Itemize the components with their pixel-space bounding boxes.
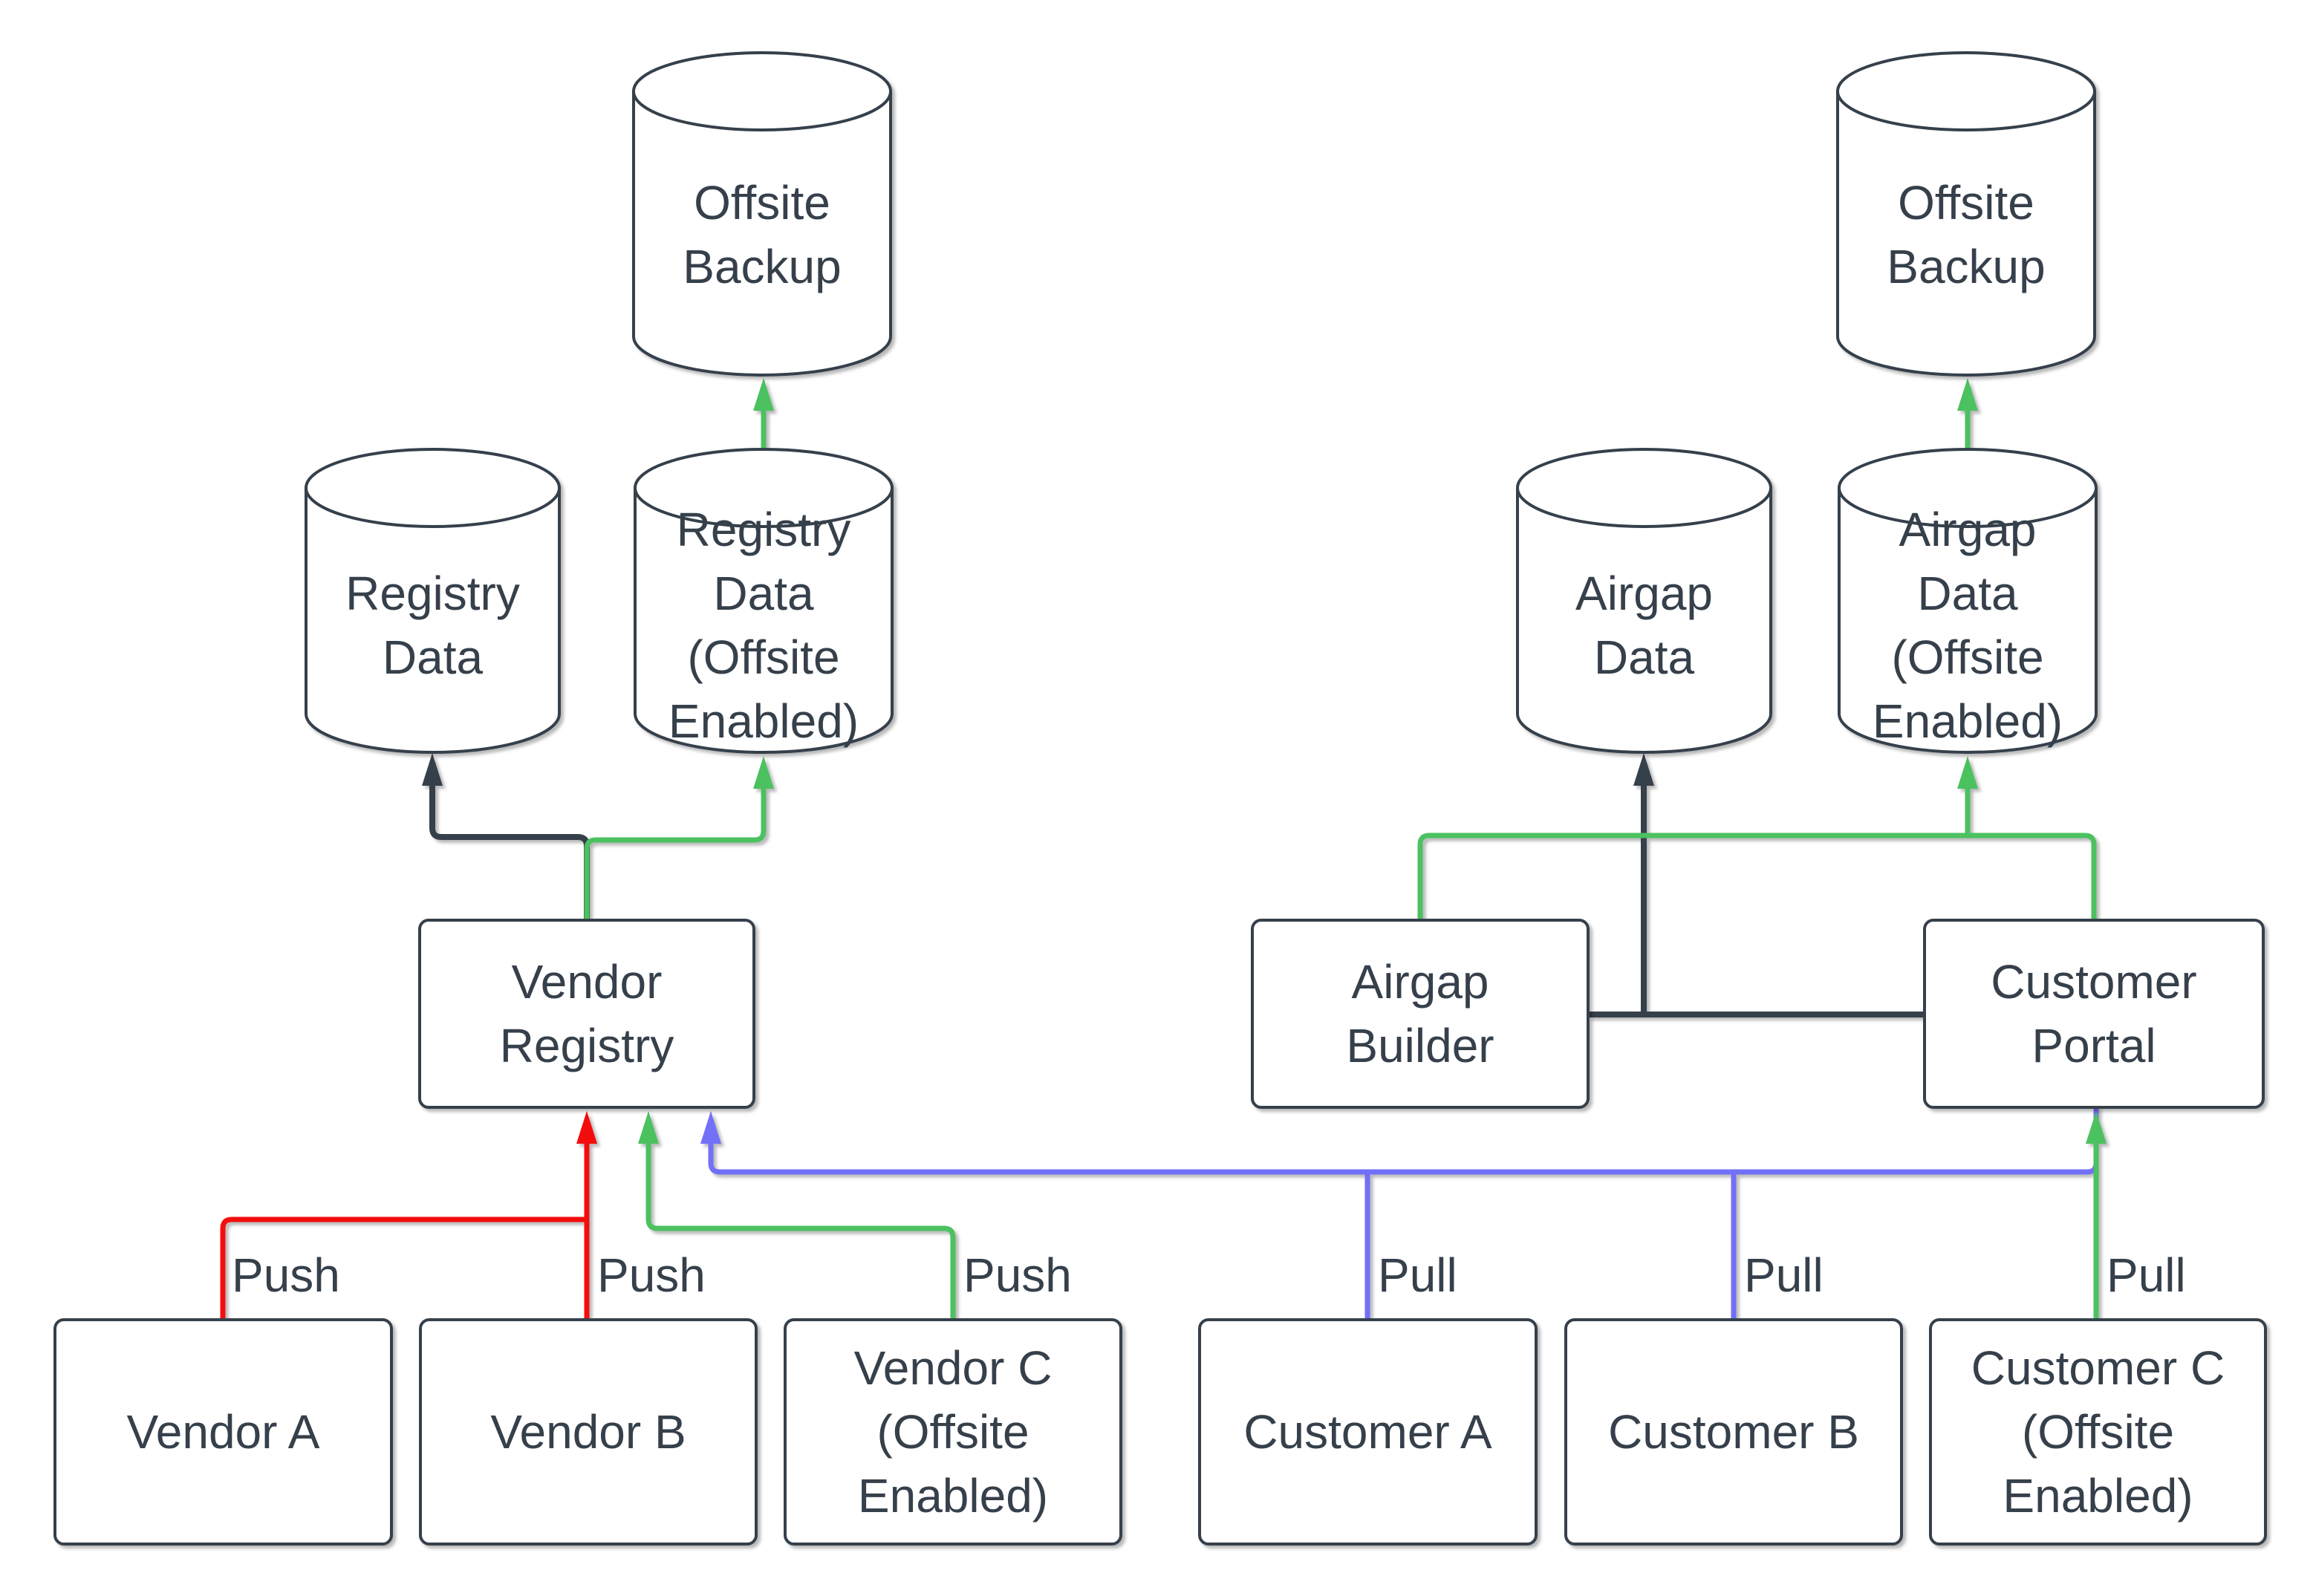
label-registry-data-offsite: Registry Data (Offsite Enabled) (668, 503, 859, 748)
label-vendor-a: Vendor A (126, 1405, 320, 1459)
box-customer-portal (1923, 919, 2265, 1109)
label-vendor-c: Vendor C (Offsite Enabled) (853, 1341, 1053, 1522)
label-offsite-backup-right: Offsite Backup (1887, 176, 2046, 293)
box-vendor-registry (418, 919, 755, 1109)
box-vendor-c (784, 1318, 1122, 1545)
box-airgap-builder (1251, 919, 1590, 1109)
edge-label-pull-customer-a: Pull (1378, 1248, 1457, 1302)
arrowhead-airgap-data (1633, 753, 1654, 786)
label-registry-data: Registry Data (345, 567, 520, 684)
cylinder-airgap-data-offsite (1838, 448, 2098, 754)
label-airgap-data-offsite: Airgap Data (Offsite Enabled) (1872, 503, 2063, 748)
arrowhead-green-customer-portal (2086, 1111, 2107, 1144)
cylinder-airgap-data (1516, 448, 1772, 754)
shapes-layer (53, 51, 2267, 1545)
arrowhead-blue-vendor-registry (700, 1111, 721, 1144)
label-airgap-data: Airgap Data (1575, 567, 1713, 684)
label-customer-b: Customer B (1608, 1405, 1859, 1459)
edge-label-push-vendor-c: Push (963, 1248, 1072, 1302)
cylinder-registry-data (305, 448, 561, 754)
edge-label-push-vendor-b: Push (597, 1248, 706, 1302)
edge-label-pull-customer-c: Pull (2107, 1248, 2186, 1302)
box-vendor-b (419, 1318, 758, 1545)
edges-layer (220, 378, 2107, 1320)
edge-label-pull-customer-b: Pull (1744, 1248, 1824, 1302)
cylinder-offsite-backup-right (1836, 51, 2096, 377)
arrowhead-registry-data (422, 753, 443, 786)
edge-vendor-c-push (645, 1142, 956, 1320)
box-customer-b (1564, 1318, 1903, 1545)
arrowhead-green-vendor-registry (638, 1111, 659, 1144)
box-customer-a (1198, 1318, 1538, 1545)
edge-pull-trunk-to-vendor-registry (708, 1107, 2099, 1175)
label-vendor-registry: Vendor Registry (499, 955, 674, 1072)
arrowhead-offsite-backup-right (1957, 378, 1978, 411)
label-customer-portal: Customer Portal (1991, 955, 2197, 1072)
cylinder-offsite-backup-left (632, 51, 892, 377)
edge-vendor-a-push (220, 1216, 587, 1320)
label-airgap-builder: Airgap Builder (1346, 955, 1494, 1072)
arrowhead-registry-data-offsite (753, 756, 774, 789)
cylinder-registry-data-offsite (634, 448, 894, 754)
label-offsite-backup-left: Offsite Backup (683, 176, 842, 293)
arrowhead-red-vendor-registry (576, 1111, 597, 1144)
edge-vendor-registry-to-registry-data (429, 784, 590, 920)
arrowhead-airgap-data-offsite (1957, 756, 1978, 789)
arrowhead-offsite-backup-left (753, 378, 774, 411)
label-customer-a: Customer A (1243, 1405, 1492, 1459)
label-customer-c: Customer C (Offsite Enabled) (1971, 1341, 2225, 1522)
edge-airgap-builder-customer-portal-trunk (1417, 833, 2097, 920)
box-vendor-a (53, 1318, 393, 1545)
label-vendor-b: Vendor B (490, 1405, 686, 1459)
edge-label-push-vendor-a: Push (232, 1248, 340, 1302)
edge-vendor-registry-to-registry-data-offsite (584, 787, 767, 920)
box-customer-c (1929, 1318, 2267, 1545)
